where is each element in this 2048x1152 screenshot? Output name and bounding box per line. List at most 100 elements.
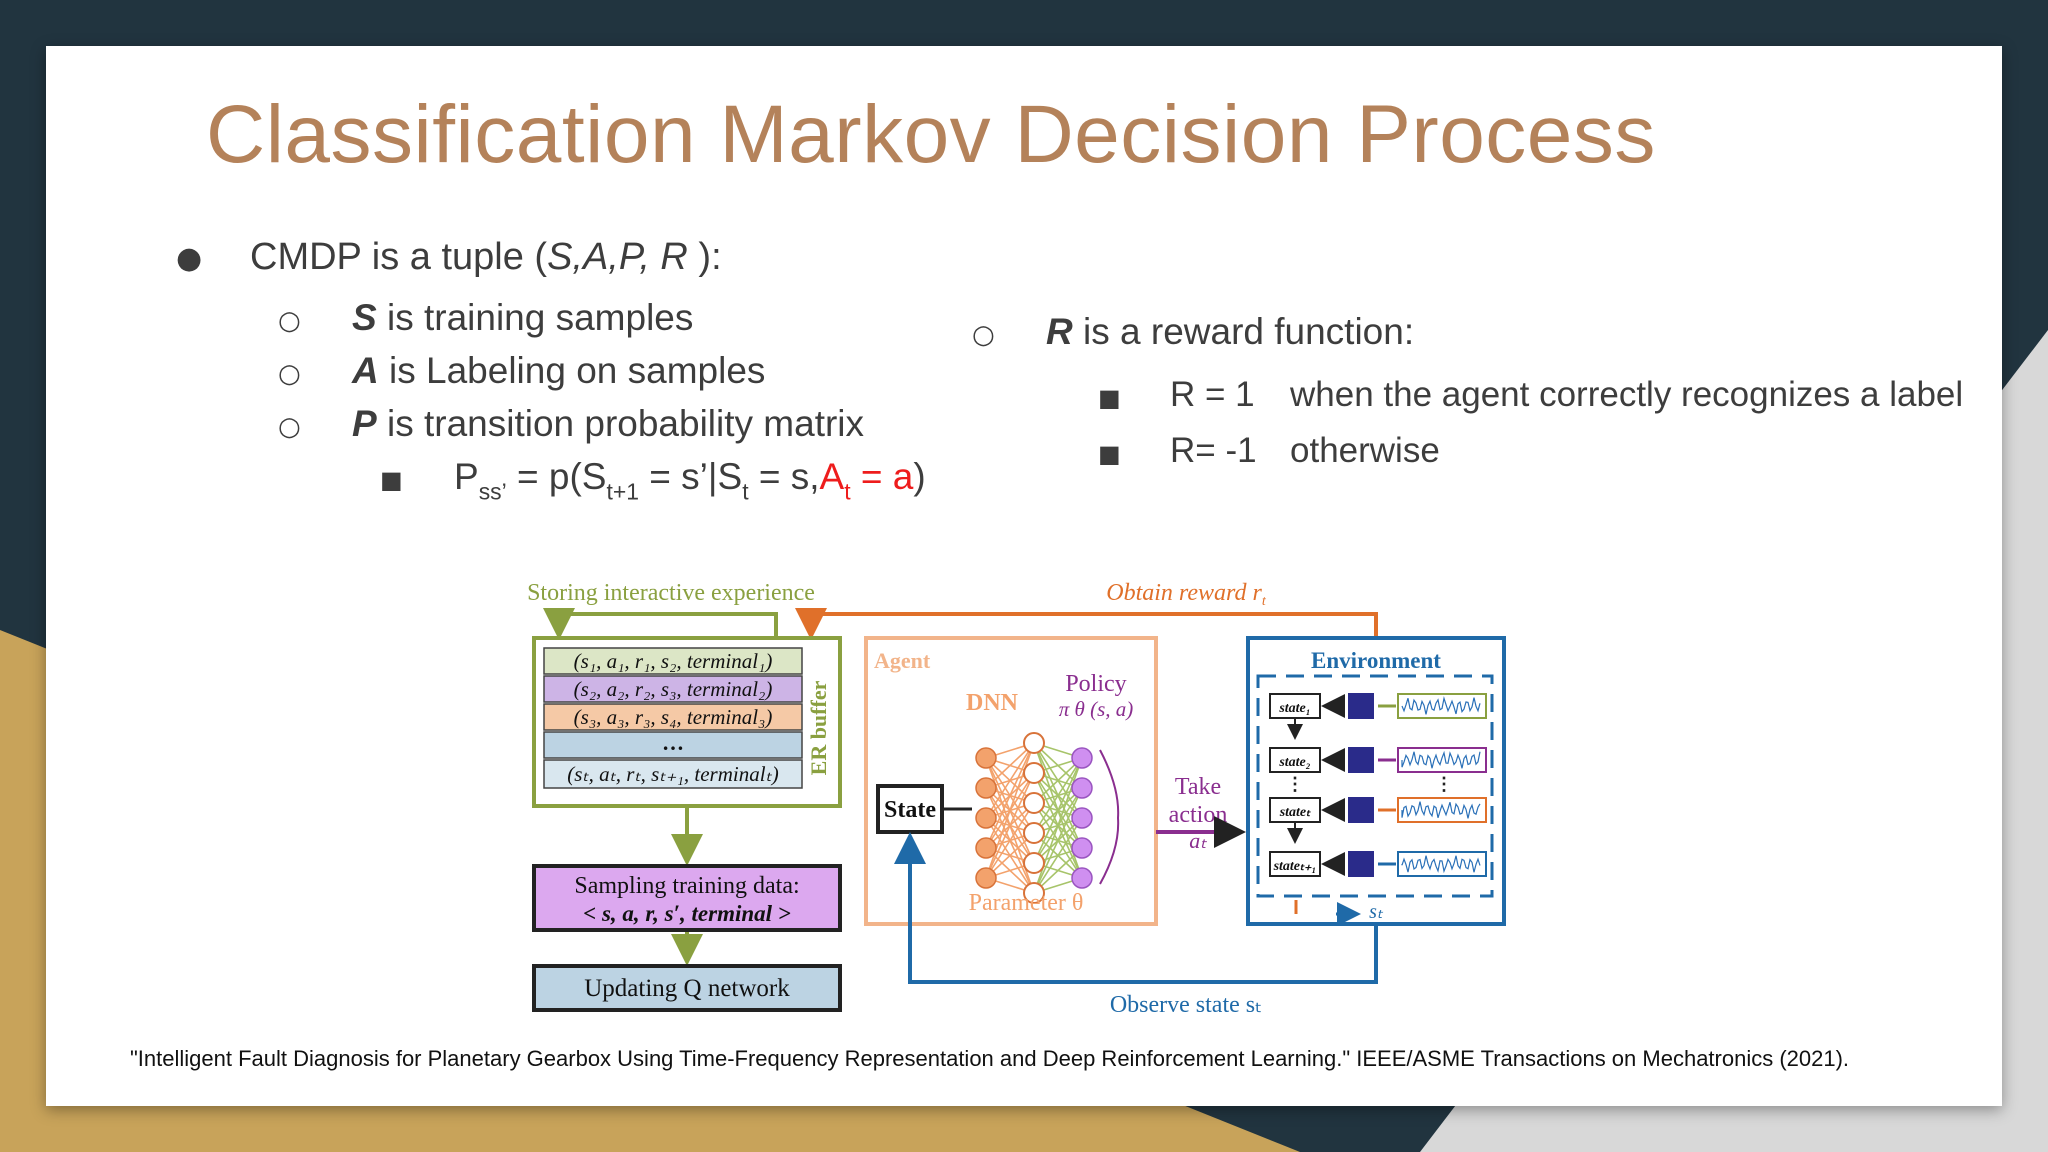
env-signal-wave — [1401, 750, 1481, 769]
item-symbol: A — [352, 350, 379, 391]
er-row: … — [662, 730, 684, 755]
take-action-3: aₜ — [1189, 828, 1207, 853]
er-row-bg — [543, 703, 803, 731]
storing-experience-label: Storing interactive experience — [527, 580, 815, 606]
bullet-square: ■ — [1098, 440, 1121, 468]
env-signal-box — [1397, 747, 1487, 773]
drl-diagram: Storing interactive experience Obtain re… — [496, 578, 1540, 1028]
bullet-circle: ○ — [278, 412, 301, 442]
reward-row-2-lhs: R= -1 — [1170, 431, 1257, 470]
er-row-bg — [543, 759, 803, 789]
net-node — [1071, 837, 1093, 859]
reward-arrow — [795, 608, 1378, 640]
observe-arrow — [894, 832, 1378, 984]
bullet-circle: ○ — [278, 306, 301, 336]
sampling-sub: < s, a, r, s′, terminal > — [583, 901, 791, 926]
policy-sub: π θ (s, a) — [1059, 697, 1134, 721]
item-symbol: P — [352, 403, 377, 444]
diagram-svg: Storing interactive experience Obtain re… — [527, 580, 1506, 1018]
bullet-square: ■ — [1098, 384, 1121, 412]
formula-sub: t+1 — [606, 478, 640, 505]
net-edge — [1033, 757, 1083, 834]
state-box — [876, 784, 944, 834]
formula-part: = s, — [748, 456, 820, 497]
tuple-vars: S,A,P, R — [547, 236, 688, 278]
env-state-label: stateₜ — [1279, 805, 1311, 820]
formula-sub: t — [742, 478, 749, 505]
dnn-label: DNN — [966, 690, 1019, 716]
observe-label: Observe state sₜ — [1110, 992, 1262, 1018]
net-node — [975, 747, 997, 769]
env-state-box — [1269, 851, 1321, 877]
item-text: is Labeling on samples — [378, 350, 766, 391]
net-edge — [985, 742, 1035, 849]
net-node — [1071, 867, 1093, 889]
updating-box — [532, 964, 842, 1012]
net-node — [1023, 822, 1045, 844]
reward-row-1-rhs: when the agent correctly recognizes a la… — [1290, 375, 1964, 414]
er-row: (s₁, a₁, r₁, s₂, terminal₁) — [574, 649, 773, 673]
env-ellipsis: ⋮ — [1286, 774, 1304, 794]
net-edge — [1033, 817, 1083, 894]
formula-sub: ss’ — [478, 478, 507, 505]
formula-part: = s’|S — [639, 456, 743, 497]
output-brace — [1099, 749, 1120, 885]
parameter-label: Parameter θ — [969, 890, 1084, 916]
net-node — [975, 807, 997, 829]
net-edge — [1033, 757, 1083, 864]
net-node — [975, 837, 997, 859]
er-row: (sₜ, aₜ, rₜ, sₜ₊₁, terminalₜ) — [567, 762, 779, 786]
er-row: (s₃, a₃, r₃, s₄, terminal₃) — [574, 705, 773, 729]
tuple-line: CMDP is a tuple (S,A,P, R ): — [250, 236, 722, 279]
net-node — [1023, 852, 1045, 874]
env-state-label: state₂ — [1278, 755, 1310, 770]
env-signal-wave — [1401, 801, 1481, 819]
formula-part: ) — [913, 456, 926, 497]
net-edge — [1033, 787, 1083, 894]
net-edge — [985, 802, 1035, 879]
formula-part: = a — [850, 456, 914, 497]
env-signal-box — [1397, 797, 1487, 823]
env-square — [1348, 851, 1374, 877]
net-node — [1023, 792, 1045, 814]
transition-formula: Pss’ = p(St+1 = s’|St = s,At = a) — [454, 456, 926, 505]
net-edge — [985, 772, 1035, 879]
sampling-title: Sampling training data: — [574, 873, 799, 899]
slide: Classification Markov Decision Process ●… — [46, 46, 2002, 1106]
net-node — [1023, 762, 1045, 784]
tuple-suffix: ): — [687, 236, 722, 278]
state-box-label: State — [884, 797, 936, 823]
reward-row-2-rhs: otherwise — [1290, 431, 1440, 470]
sampling-box — [532, 864, 842, 932]
reward-heading: R is a reward function: — [1046, 311, 1414, 353]
item-p: P is transition probability matrix — [352, 403, 864, 445]
policy-label: Policy — [1065, 671, 1126, 697]
take-action-1: Take — [1175, 774, 1221, 800]
item-symbol: S — [352, 297, 377, 338]
reward-row-1-lhs: R = 1 — [1170, 375, 1255, 414]
net-node — [975, 867, 997, 889]
net-edge — [985, 742, 1035, 819]
tuple-prefix: CMDP is a tuple ( — [250, 236, 548, 278]
formula-part: = p(S — [506, 456, 607, 497]
net-node — [1023, 732, 1045, 754]
env-state-box — [1269, 797, 1321, 823]
environment-label: Environment — [1311, 648, 1441, 673]
bullet-square: ■ — [380, 466, 403, 494]
env-square — [1348, 797, 1374, 823]
storing-arrow — [543, 608, 778, 640]
item-text: is transition probability matrix — [376, 403, 865, 444]
formula-part: A — [819, 456, 845, 497]
er-buffer-label: ER buffer — [806, 680, 831, 775]
net-node — [1071, 777, 1093, 799]
neural-network — [942, 732, 1120, 904]
formula-part: P — [454, 456, 479, 497]
take-action-2: action — [1169, 802, 1228, 828]
er-row: (s₂, a₂, r₂, s₃, terminal₂) — [574, 677, 773, 701]
env-state-label: state₁ — [1278, 701, 1310, 716]
formula-sub: t — [844, 478, 851, 505]
env-bottom-label: sₜ — [1369, 901, 1384, 923]
net-node — [1071, 807, 1093, 829]
env-ellipsis: ⋮ — [1435, 774, 1453, 794]
